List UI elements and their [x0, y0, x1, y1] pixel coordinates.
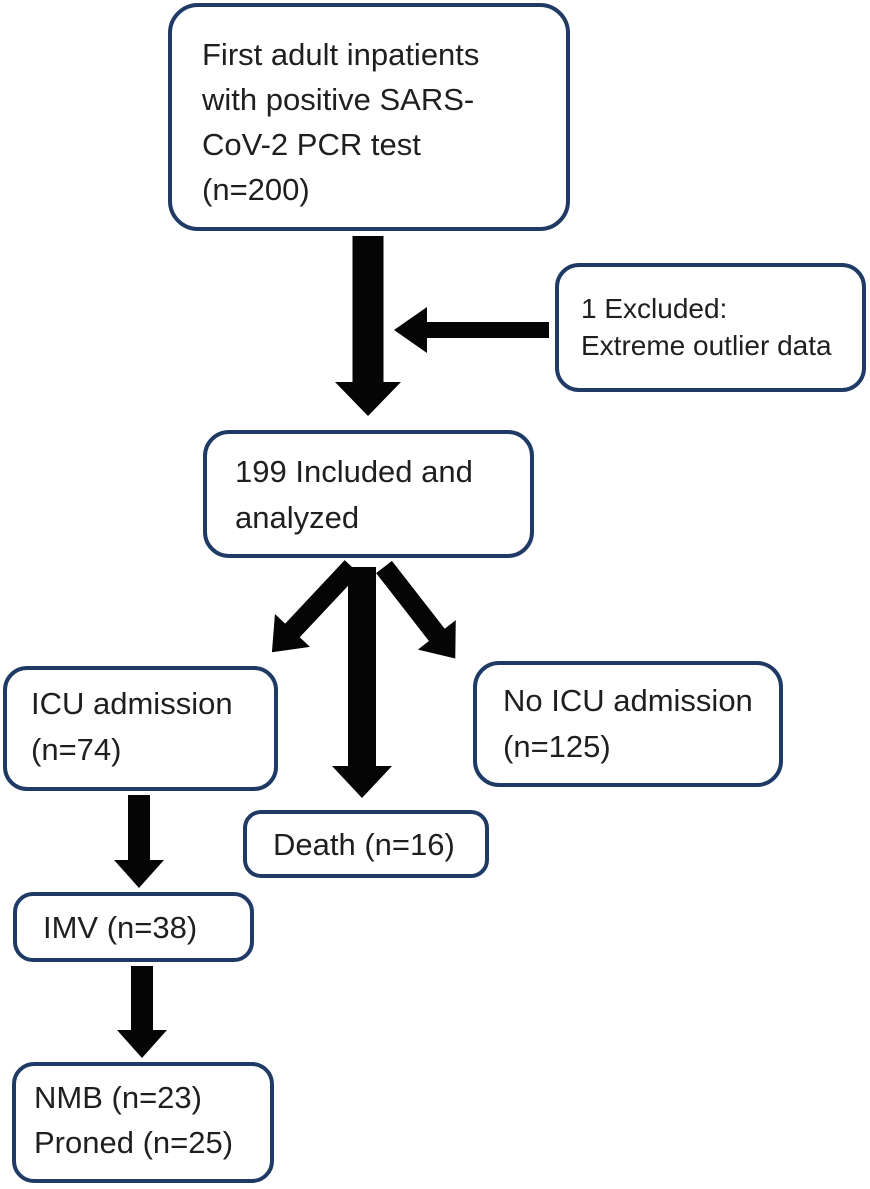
- box-imv: IMV (n=38): [13, 892, 254, 962]
- box-text-line: Extreme outlier data: [581, 330, 832, 361]
- box-text-line: (n=200): [202, 172, 310, 207]
- box-text-line: ICU admission: [31, 686, 233, 721]
- arrow-excluded-into-flow: [394, 307, 549, 353]
- arrow-included-to-icu: [271, 560, 360, 653]
- box-text-line: No ICU admission: [503, 683, 753, 718]
- arrow-imv-to-nmb: [117, 966, 167, 1058]
- arrow-included-to-no-icu: [376, 560, 456, 659]
- box-first-inpatients: First adult inpatients with positive SAR…: [168, 3, 570, 231]
- arrow-included-to-death: [332, 567, 392, 798]
- box-death: Death (n=16): [243, 810, 489, 878]
- arrow-icu-to-imv: [114, 795, 164, 888]
- box-text-line: Proned (n=25): [34, 1125, 234, 1160]
- box-excluded: 1 Excluded: Extreme outlier data: [555, 263, 866, 392]
- box-text-line: NMB (n=23): [34, 1080, 202, 1115]
- box-nmb-proned: NMB (n=23) Proned (n=25): [12, 1062, 274, 1183]
- box-no-icu-admission: No ICU admission (n=125): [473, 661, 783, 787]
- box-icu-admission: ICU admission (n=74): [3, 666, 278, 791]
- box-included-analyzed: 199 Included and analyzed: [203, 430, 534, 558]
- box-text-line: Death (n=16): [273, 827, 455, 862]
- box-text-line: (n=125): [503, 729, 611, 764]
- box-text-line: 199 Included and: [235, 454, 473, 489]
- box-text-line: CoV-2 PCR test: [202, 127, 421, 162]
- box-text-line: 1 Excluded:: [581, 293, 728, 324]
- arrow-first-to-included: [335, 236, 401, 416]
- box-text-line: analyzed: [235, 500, 360, 535]
- box-text-line: (n=74): [31, 732, 122, 767]
- box-text-line: First adult inpatients: [202, 37, 480, 72]
- box-text-line: with positive SARS-: [202, 82, 475, 117]
- box-text-line: IMV (n=38): [43, 910, 198, 945]
